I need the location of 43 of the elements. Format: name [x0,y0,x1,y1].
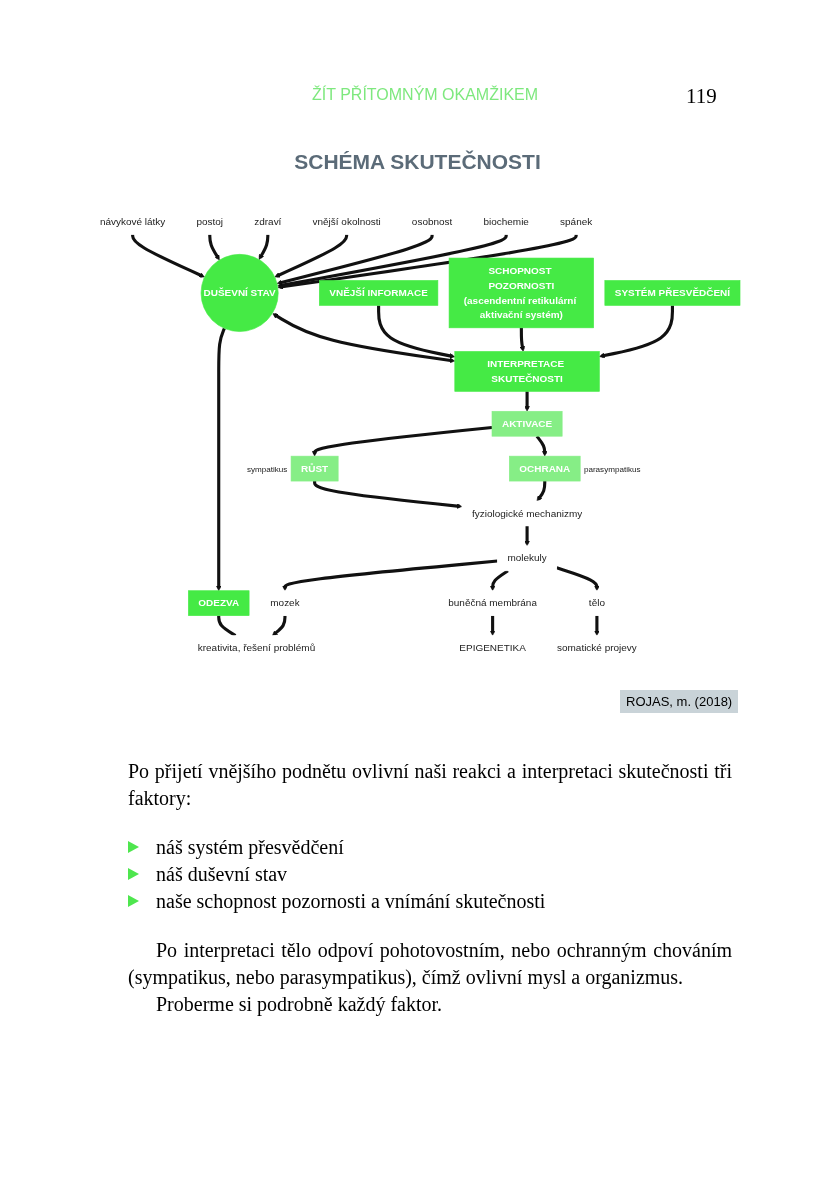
arrow [313,480,463,509]
arrow [536,481,547,502]
arrow [311,425,493,457]
process-box: ODEZVA [188,590,250,616]
arrow [216,327,226,591]
list-item: náš duševní stav [156,863,288,885]
arrow [274,234,349,278]
paragraph: Po přijetí vnějšího podnětu ovlivní naši reakci a interpretaci skutečnosti tři faktory: [128,759,732,812]
arrow [489,569,509,591]
arrow [276,234,434,285]
arrow [277,234,578,290]
process-box: INTERPRETACE SKUTEČNOSTI [454,351,600,392]
page-number: 119 [686,84,717,109]
arrow [377,305,456,359]
running-header: ŽÍT PŘÍTOMNÝM OKAMŽIKEM [312,86,539,104]
arrow [131,234,205,278]
arrow [599,305,674,359]
arrow [524,525,530,547]
process-box: VNĚJŠÍ INFORMACE [319,280,439,306]
text-label: molekuly [497,545,558,572]
arrow [556,566,600,591]
list-item: náš systém přesvědčení [156,836,344,858]
arrow [258,234,270,260]
arrow [519,327,526,352]
arrow [272,615,287,636]
paragraph: Proberme si podrobně každý faktor. [155,992,444,1018]
arrow [489,615,496,636]
source-citation: ROJAS, m. (2018) [620,690,739,713]
list-item: naše schopnost pozornosti a vnímání skutečnosti [156,890,546,912]
arrow [282,559,498,591]
arrow [594,615,600,636]
process-box: SCHOPNOST POZORNOSTI (ascendentní retikulární aktivační systém) [448,257,594,329]
arrow [535,435,548,457]
paragraph: Po interpretaci tělo odpoví pohotovostním, nebo ochranným chováním (sympatikus, nebo parasympatikus), čímž ovlivní mysl a organizmus. [128,938,732,991]
process-box: AKTIVACE [491,410,563,437]
state-circle: DUŠEVNÍ STAV [200,254,279,332]
process-box: SYSTÉM PŘESVĚDČENÍ [604,280,741,306]
arrow [208,234,220,261]
diagram-title: SCHÉMA SKUTEČNOSTI [293,150,542,174]
process-box: OCHRANA [509,455,581,482]
arrow [272,313,456,364]
arrow [277,234,508,288]
process-box: RŮST [290,455,339,482]
